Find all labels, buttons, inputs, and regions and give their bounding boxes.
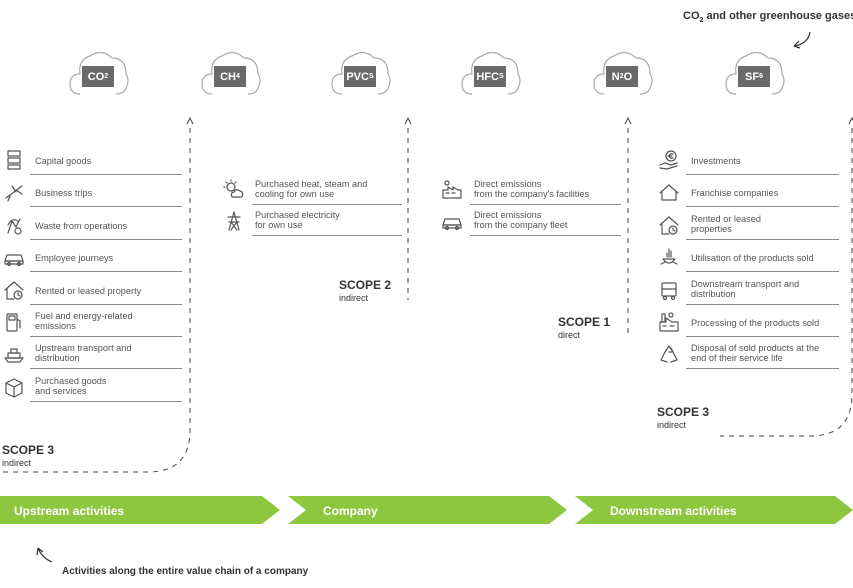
greenhouse-gases-note: CO2 and other greenhouse gases <box>683 10 853 25</box>
item-underline <box>30 206 182 208</box>
item-label: Purchased electricity for own use <box>255 210 340 230</box>
value-chain-bands <box>0 496 853 524</box>
cloud-icon <box>725 51 785 95</box>
item-label: Purchased goods and services <box>35 375 107 396</box>
band-label-upstream: Upstream activities <box>14 504 125 518</box>
cloud-icon <box>593 51 653 95</box>
item-underline <box>30 271 182 273</box>
truck-icon <box>661 281 677 300</box>
item-underline <box>30 368 182 370</box>
item-label: Employee journeys <box>35 253 114 264</box>
scope1-subtitle: direct <box>558 330 581 340</box>
cloud-icon <box>69 51 129 95</box>
item-label: Capital goods <box>35 156 92 166</box>
item-underline <box>686 238 839 240</box>
value-chain-note: Activities along the entire value chain … <box>62 566 309 577</box>
item-underline <box>30 174 182 175</box>
item-label: Direct emissions from the company fleet <box>474 210 568 230</box>
cloud-icon <box>331 51 391 95</box>
power-tower-icon <box>227 211 241 231</box>
scope3-upstream-subtitle: indirect <box>2 458 32 468</box>
box-icon <box>5 378 23 398</box>
car-icon <box>442 218 462 231</box>
recycle-icon <box>660 345 678 363</box>
scope2-title: SCOPE 2 <box>339 278 392 292</box>
band-label-company: Company <box>323 504 378 518</box>
item-label: Disposal of sold products at the end of … <box>691 343 820 364</box>
product-use-icon <box>660 248 678 265</box>
scope3-downstream-title: SCOPE 3 <box>657 405 710 419</box>
item-underline <box>686 174 839 175</box>
item-underline <box>252 204 402 205</box>
cloud-icon <box>201 51 261 95</box>
item-label: Utilisation of the products sold <box>691 253 814 264</box>
item-label: Rented or leased property <box>35 285 142 296</box>
item-underline <box>686 206 839 208</box>
item-label: Purchased heat, steam and cooling for ow… <box>255 179 368 199</box>
scope3-upstream-title: SCOPE 3 <box>2 443 55 457</box>
item-label: Waste from operations <box>35 220 128 231</box>
item-label: Downstream transport and distribution <box>691 278 800 299</box>
item-underline <box>470 204 621 205</box>
band-label-downstream: Downstream activities <box>610 504 737 518</box>
airplane-icon <box>5 185 23 202</box>
item-underline <box>686 271 839 273</box>
item-label: Processing of the products sold <box>691 318 820 328</box>
item-underline <box>30 238 182 240</box>
car-icon <box>4 254 24 267</box>
capital-goods-icon <box>7 150 21 170</box>
processing-plant-icon <box>659 312 679 332</box>
item-label: Investments <box>691 156 741 166</box>
curved-arrow-icon <box>793 31 811 49</box>
sun-cloud-icon <box>223 179 244 198</box>
item-label: Business trips <box>35 188 93 199</box>
factory-icon <box>442 180 462 199</box>
house-icon <box>659 184 679 201</box>
item-underline <box>686 368 839 370</box>
scope1-title: SCOPE 1 <box>558 315 611 329</box>
item-underline <box>30 336 182 337</box>
ship-icon <box>4 348 24 363</box>
item-label: Upstream transport and distribution <box>35 343 132 364</box>
item-underline <box>470 235 621 236</box>
cloud-icon <box>461 51 521 95</box>
house-clock-icon <box>4 280 24 300</box>
item-underline <box>30 400 182 402</box>
waste-icon <box>7 218 22 235</box>
euro-hand-icon <box>659 150 678 170</box>
curved-arrow-up-icon <box>36 547 53 563</box>
item-underline <box>686 303 839 305</box>
item-label: Fuel and energy-related emissions <box>35 311 133 331</box>
item-underline <box>30 303 182 305</box>
item-label: Franchise companies <box>691 188 779 199</box>
item-label: Rented or leased properties <box>691 213 761 234</box>
band-upstream <box>0 496 280 524</box>
band-company <box>288 496 567 524</box>
scope2-subtitle: indirect <box>339 293 369 303</box>
scope3-downstream-subtitle: indirect <box>657 420 687 430</box>
band-downstream <box>575 496 853 524</box>
fuel-pump-icon <box>6 313 21 332</box>
item-underline <box>252 235 402 236</box>
house-clock-icon <box>659 216 679 235</box>
item-label: Direct emissions from the company's faci… <box>474 179 590 199</box>
item-underline <box>686 336 839 337</box>
